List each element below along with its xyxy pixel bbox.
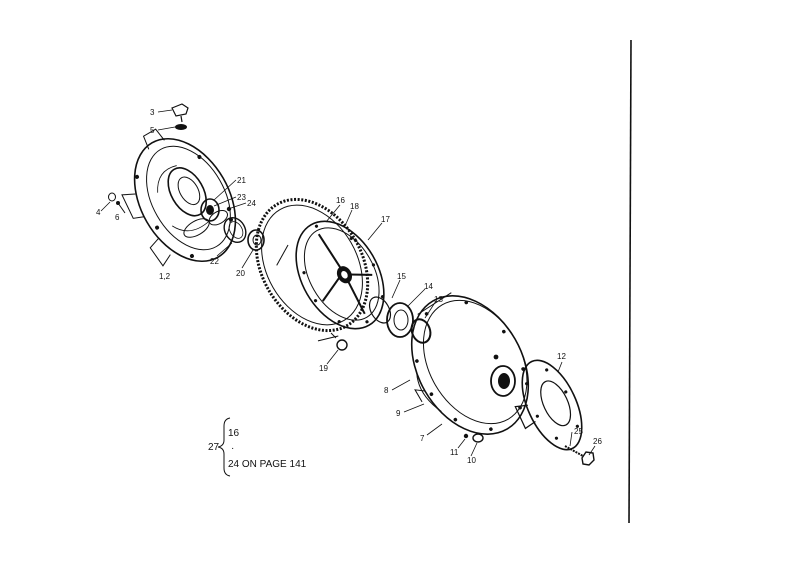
callout-25: 25 xyxy=(574,427,583,436)
callout-26: 26 xyxy=(593,437,602,446)
callout-10: 10 xyxy=(467,456,476,465)
callout-8: 8 xyxy=(384,386,389,395)
callout-22: 22 xyxy=(210,257,219,266)
page-border-line xyxy=(628,39,632,524)
callout-21: 21 xyxy=(237,176,246,185)
ring-22-part xyxy=(223,216,247,244)
nut-part xyxy=(581,451,595,466)
callout-11: 11 xyxy=(450,448,459,457)
legend-group-number: 27 xyxy=(208,442,220,453)
callout-15: 15 xyxy=(397,272,406,281)
callout-14: 14 xyxy=(424,282,433,291)
callout-4: 4 xyxy=(96,208,101,217)
drive-flange-part xyxy=(514,359,583,451)
callout-9: 9 xyxy=(396,409,401,418)
callout-16: 16 xyxy=(336,196,345,205)
bearing-21-part xyxy=(200,198,220,222)
callout-5: 5 xyxy=(150,126,155,135)
callout-3: 3 xyxy=(150,108,155,117)
callout-labels: 3 5 21 23 24 4 6 1,2 22 20 16 18 17 15 1… xyxy=(96,108,602,465)
pin-24-part xyxy=(226,206,232,212)
callout-6: 6 xyxy=(115,213,120,222)
ring-gear-part xyxy=(254,197,370,333)
callout-18: 18 xyxy=(350,202,359,211)
bolt-19-part xyxy=(330,332,348,351)
bolt-part xyxy=(108,192,126,214)
callout-17: 17 xyxy=(381,215,390,224)
leader-lines xyxy=(100,109,596,457)
legend-separator: · xyxy=(231,443,234,454)
callout-19: 19 xyxy=(319,364,328,373)
legend-brace xyxy=(217,417,231,477)
washer-11-part xyxy=(463,433,469,439)
bolt-10-part xyxy=(472,433,484,443)
group-legend: 27 16 · 24 ON PAGE 141 xyxy=(208,417,307,477)
callout-24: 24 xyxy=(247,199,256,208)
callout-13: 13 xyxy=(434,295,443,304)
callout-20: 20 xyxy=(236,269,245,278)
legend-last-item: 24 ON PAGE 141 xyxy=(228,459,307,470)
hub-bore-part xyxy=(490,354,516,397)
callout-23: 23 xyxy=(237,193,246,202)
breather-cap-part xyxy=(171,103,189,123)
callout-12: 12 xyxy=(557,352,566,361)
housing-part xyxy=(121,128,237,267)
stud-part xyxy=(564,445,584,457)
callout-7: 7 xyxy=(420,434,425,443)
legend-first-item: 16 xyxy=(228,428,240,439)
washer-part xyxy=(175,124,187,130)
callout-1-2: 1,2 xyxy=(159,272,171,281)
bearing-14-part xyxy=(386,302,414,338)
